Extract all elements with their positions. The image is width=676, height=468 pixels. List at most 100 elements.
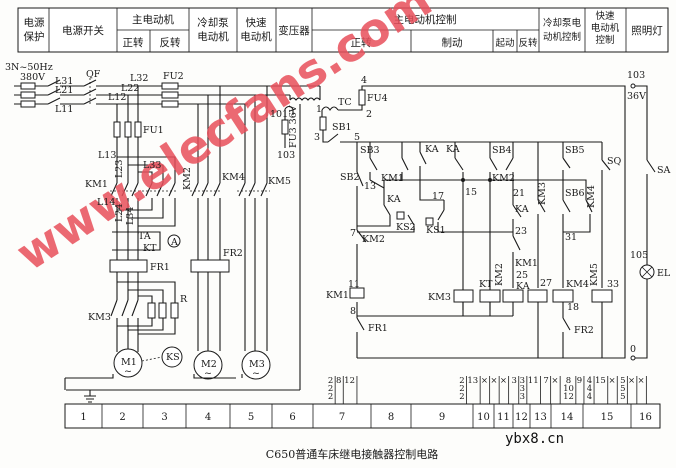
- label-km4-coil: KM4: [566, 279, 589, 290]
- cross-ref-entry: 15: [595, 376, 606, 386]
- label-r: R: [180, 294, 188, 305]
- coils: [453, 289, 613, 303]
- label-fr1-nc: FR1: [368, 323, 388, 334]
- label-sb4: SB4: [492, 145, 512, 156]
- label-l33: L33: [143, 160, 161, 171]
- label-fu1: FU1: [143, 125, 164, 136]
- label-km2-no: KM2: [492, 173, 515, 184]
- label-l21: L21: [55, 85, 73, 96]
- km1-km2-main-contacts: [110, 182, 176, 197]
- kt-coil: [479, 289, 501, 303]
- lamp-circuit[interactable]: [635, 85, 656, 359]
- zone-number: 5: [248, 412, 254, 423]
- ks2-contact: [357, 214, 415, 233]
- sq-km5-rung: [601, 142, 611, 358]
- label-n101: 101: [270, 109, 288, 120]
- label-fu4: FU4: [367, 93, 388, 104]
- header-main-motor-control: 主电动机控制: [394, 13, 457, 26]
- header-coolant-control-2: 动机控制: [543, 31, 581, 43]
- cross-ref-entry: 8: [336, 376, 341, 386]
- label-km1-nc: KM1: [515, 258, 538, 269]
- label-n103: 103: [277, 150, 295, 161]
- label-n27: 27: [540, 278, 552, 289]
- cross-ref-entry: 4: [587, 392, 592, 402]
- fu2-fuses: [161, 82, 179, 108]
- label-n23: 23: [515, 226, 527, 237]
- terminal-0: [630, 355, 636, 361]
- label-m2-ac: ~: [204, 368, 212, 379]
- resistor-bypass-wires: [116, 318, 176, 352]
- zone-number: 10: [477, 412, 490, 423]
- label-n8: 8: [350, 306, 356, 317]
- ks2-symbol: [396, 211, 405, 220]
- label-n18: 18: [567, 302, 579, 313]
- header-power-protection-1: 电源: [24, 16, 45, 29]
- m2-feed: [191, 86, 221, 351]
- zone-number: 13: [534, 412, 547, 423]
- label-n7: 7: [350, 228, 356, 239]
- cross-ref-entry: ×: [608, 376, 615, 386]
- label-n25: 25: [516, 270, 528, 281]
- sb1-stop-button: [322, 130, 602, 143]
- motor-m3: [241, 350, 271, 380]
- cross-ref-entry: 5: [620, 376, 625, 386]
- zone-number: 2: [119, 412, 125, 423]
- sb4-km2-ka-branch: [489, 142, 522, 310]
- label-n33: 33: [607, 279, 619, 290]
- m3-feed: [238, 86, 268, 351]
- header-coolant-motor-1: 冷却泵: [197, 16, 229, 29]
- cross-ref-entry: 10: [563, 384, 574, 394]
- label-tc: TC: [338, 97, 352, 108]
- label-n4: 4: [361, 75, 367, 86]
- header-ctrl-start: 起动: [495, 38, 514, 49]
- terminal-103: [630, 83, 636, 89]
- label-n11: 11: [348, 279, 360, 290]
- control-circuit: [319, 85, 626, 359]
- label-sb2: SB2: [340, 172, 360, 183]
- label-ks2: KS2: [396, 222, 416, 233]
- label-km4: KM4: [222, 172, 245, 183]
- cross-ref-entry: 3: [520, 392, 525, 402]
- label-fr2-nc: FR2: [574, 325, 594, 336]
- ammeter-icon: [167, 234, 181, 248]
- header-ctrl-forward: 正转: [351, 36, 372, 49]
- ks1-symbol: [425, 217, 434, 226]
- label-l11: L11: [55, 104, 73, 115]
- fu4-fuse: [358, 89, 366, 106]
- label-ammeter: A: [170, 237, 178, 248]
- label-n17: 17: [432, 191, 444, 202]
- header-rapid-motor-2: 电动机: [240, 30, 272, 43]
- zone-number: 6: [289, 412, 295, 423]
- label-ka-2: KA: [425, 144, 439, 155]
- cross-ref-entry: 11: [528, 376, 539, 386]
- label-kt: KT: [143, 243, 157, 254]
- header-coolant-motor-2: 电动机: [197, 30, 229, 43]
- label-v36: 36V: [627, 91, 646, 102]
- header-main-reverse: 反转: [160, 36, 181, 49]
- label-n31: 31: [565, 232, 577, 243]
- zone-number: 11: [497, 412, 510, 423]
- cross-ref-entry: ×: [481, 376, 488, 386]
- function-header-table: 电源 保护 电源开关 主电动机 正转 反转 冷却泵 电动机 快速 电动机 变压器…: [17, 7, 669, 53]
- label-sb1: SB1: [332, 122, 352, 133]
- fu3-winding: [284, 105, 294, 120]
- label-qf: QF: [86, 69, 101, 80]
- label-km1: KM1: [85, 179, 108, 190]
- label-km1-no: KM1: [381, 173, 404, 184]
- cross-ref-entry: 2: [328, 392, 333, 402]
- label-km5-coil: KM5: [589, 263, 600, 286]
- cross-ref-entry: 4: [587, 376, 592, 386]
- fu1-fuses: [113, 121, 142, 138]
- label-m3-ac: ~: [252, 368, 260, 379]
- header-transformer: 变压器: [278, 24, 310, 37]
- sb3-km1-ka-branch: [357, 142, 409, 227]
- label-m1: M1: [121, 357, 137, 368]
- label-sb3: SB3: [360, 145, 380, 156]
- cross-ref-entry: 3: [511, 376, 516, 386]
- label-freq: 3N~50Hz: [5, 62, 53, 73]
- coil-returns: [462, 302, 514, 316]
- km3-coil: [453, 289, 474, 303]
